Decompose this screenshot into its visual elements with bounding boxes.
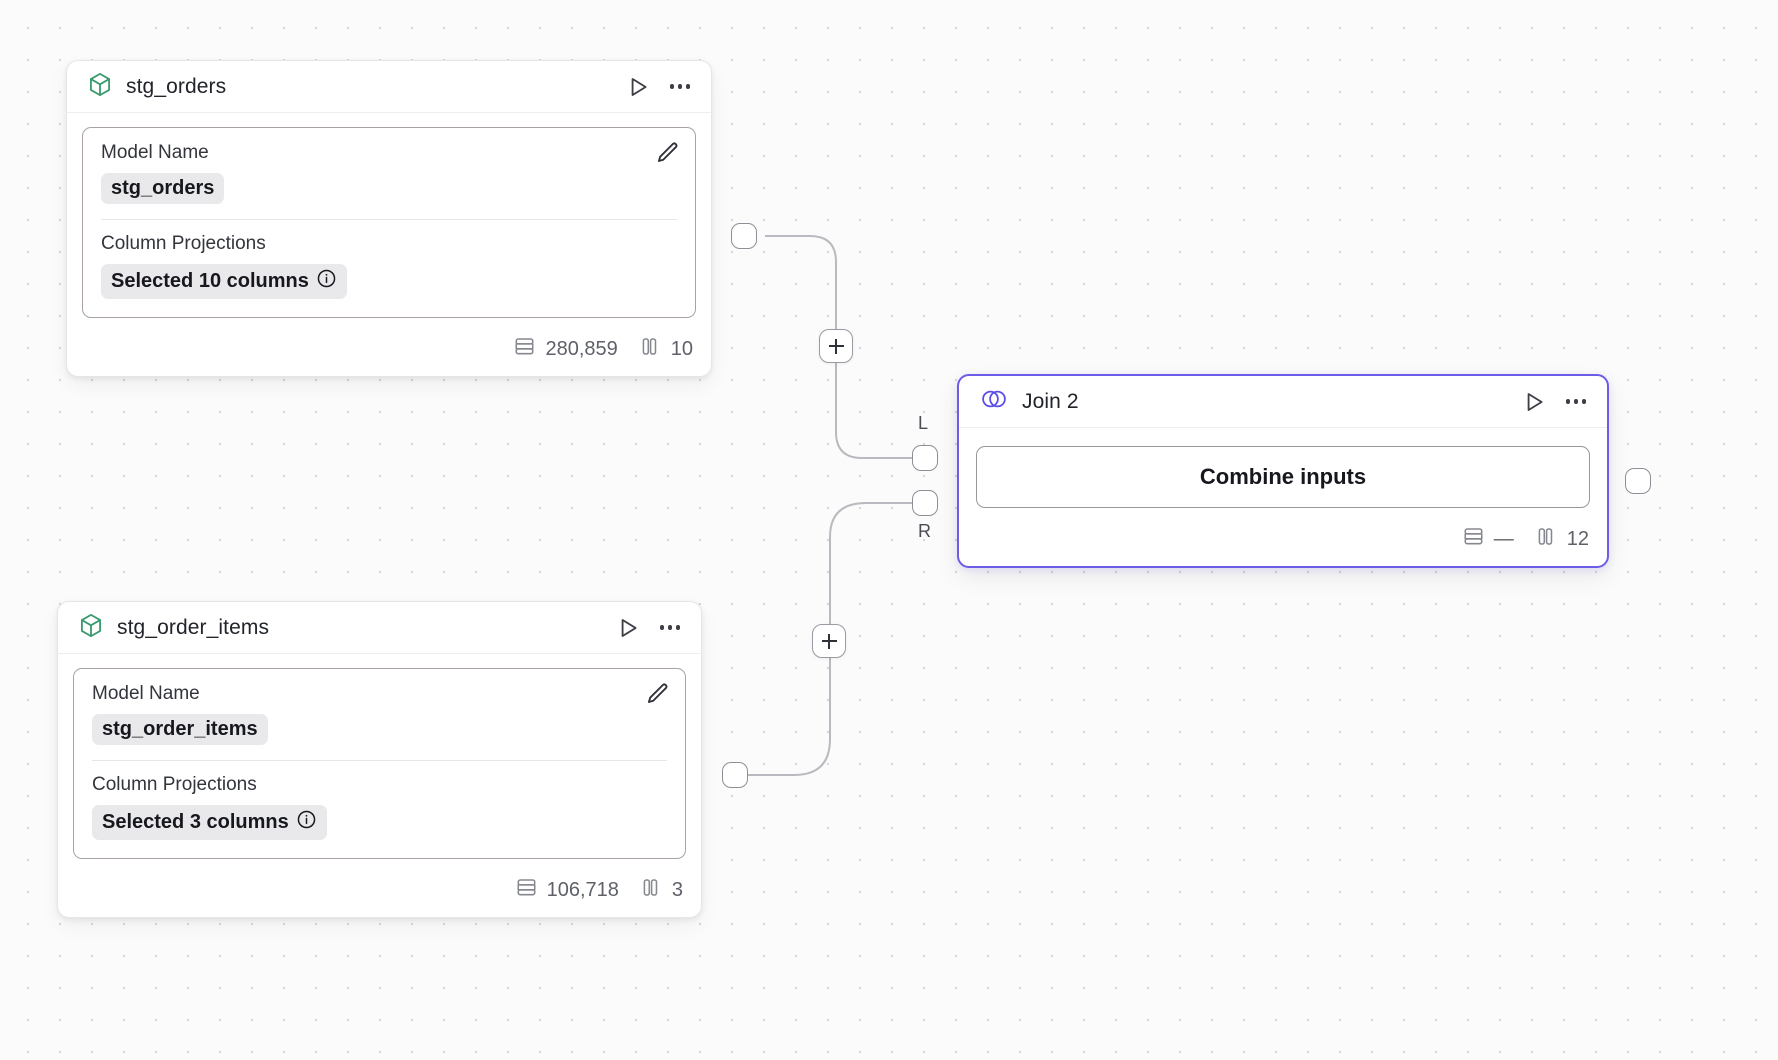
node-body: Model Name stg_orders Column Projections… bbox=[67, 113, 711, 328]
node-header: stg_orders bbox=[67, 61, 711, 113]
play-icon[interactable] bbox=[1521, 389, 1547, 415]
play-icon[interactable] bbox=[615, 615, 641, 641]
output-port-stg-orders[interactable] bbox=[731, 223, 757, 249]
input-port-left[interactable] bbox=[912, 445, 938, 471]
output-port-stg-order-items[interactable] bbox=[722, 762, 748, 788]
combine-inputs-button[interactable]: Combine inputs bbox=[976, 446, 1590, 508]
output-port-join-2[interactable] bbox=[1625, 468, 1651, 494]
cube-icon bbox=[87, 71, 113, 103]
info-icon[interactable] bbox=[316, 268, 337, 295]
add-node-on-edge-bottom[interactable] bbox=[812, 624, 846, 658]
more-options-icon[interactable] bbox=[1563, 389, 1589, 415]
input-port-label-right: R bbox=[918, 521, 931, 541]
field-label-column-projections: Column Projections bbox=[101, 233, 266, 254]
model-name-value[interactable]: stg_orders bbox=[101, 173, 225, 204]
node-stg-orders[interactable]: stg_orders Model Name stg_order bbox=[66, 60, 712, 377]
model-name-value[interactable]: stg_order_items bbox=[92, 714, 268, 745]
field-label-model-name: Model Name bbox=[92, 683, 200, 704]
columns-stat: 12 bbox=[1535, 525, 1589, 554]
venn-join-icon bbox=[979, 387, 1009, 416]
rows-icon bbox=[513, 335, 536, 364]
field-label-model-name: Model Name bbox=[101, 142, 209, 163]
model-name-text: stg_orders bbox=[111, 177, 215, 199]
edge-stg-order-items-to-join-r bbox=[744, 502, 912, 776]
node-join-2[interactable]: Join 2 Combine inputs bbox=[957, 374, 1609, 568]
node-title: Join 2 bbox=[1022, 389, 1079, 413]
info-icon[interactable] bbox=[296, 809, 317, 836]
rows-stat: 280,859 bbox=[513, 335, 618, 364]
columns-value: 3 bbox=[671, 879, 683, 901]
node-header: stg_order_items bbox=[58, 602, 701, 654]
column-projections-value[interactable]: Selected 10 columns bbox=[101, 264, 347, 299]
more-options-icon[interactable] bbox=[667, 74, 693, 100]
add-node-on-edge-top[interactable] bbox=[819, 329, 853, 363]
rows-icon bbox=[1462, 525, 1485, 554]
column-projections-value[interactable]: Selected 3 columns bbox=[92, 805, 327, 840]
column-projections-text: Selected 10 columns bbox=[111, 270, 309, 292]
model-config-panel: Model Name stg_order_items Column Projec… bbox=[73, 668, 686, 859]
columns-icon bbox=[1535, 525, 1558, 554]
node-title: stg_order_items bbox=[117, 615, 270, 639]
rows-value: 280,859 bbox=[545, 338, 618, 360]
columns-value: 12 bbox=[1566, 528, 1589, 550]
field-label-column-projections: Column Projections bbox=[92, 774, 257, 795]
rows-value: 106,718 bbox=[546, 879, 619, 901]
model-name-text: stg_order_items bbox=[102, 718, 258, 740]
rows-value: — bbox=[1493, 528, 1514, 550]
node-body: Combine inputs bbox=[959, 428, 1607, 518]
node-footer: 280,859 10 bbox=[67, 328, 711, 376]
more-options-icon[interactable] bbox=[657, 615, 683, 641]
input-port-label-left: L bbox=[918, 413, 929, 433]
node-footer: — 12 bbox=[959, 518, 1607, 566]
columns-value: 10 bbox=[670, 338, 693, 360]
rows-icon bbox=[515, 876, 538, 905]
rows-stat: 106,718 bbox=[515, 876, 619, 905]
input-port-right[interactable] bbox=[912, 490, 938, 516]
columns-stat: 10 bbox=[639, 335, 693, 364]
model-config-panel: Model Name stg_orders Column Projections… bbox=[82, 127, 696, 318]
columns-icon bbox=[639, 335, 662, 364]
node-body: Model Name stg_order_items Column Projec… bbox=[58, 654, 701, 869]
node-footer: 106,718 3 bbox=[58, 869, 701, 917]
columns-stat: 3 bbox=[640, 876, 683, 905]
node-stg-order-items[interactable]: stg_order_items Model Name stg_ bbox=[57, 601, 702, 918]
node-header: Join 2 bbox=[959, 376, 1607, 428]
play-icon[interactable] bbox=[625, 74, 651, 100]
column-projections-text: Selected 3 columns bbox=[102, 811, 289, 833]
pencil-icon[interactable] bbox=[655, 140, 681, 171]
cube-icon bbox=[78, 612, 104, 644]
rows-stat: — bbox=[1462, 525, 1514, 554]
pencil-icon[interactable] bbox=[645, 681, 671, 712]
panel-divider bbox=[101, 219, 677, 220]
panel-divider bbox=[92, 760, 667, 761]
node-title: stg_orders bbox=[126, 74, 227, 98]
columns-icon bbox=[640, 876, 663, 905]
